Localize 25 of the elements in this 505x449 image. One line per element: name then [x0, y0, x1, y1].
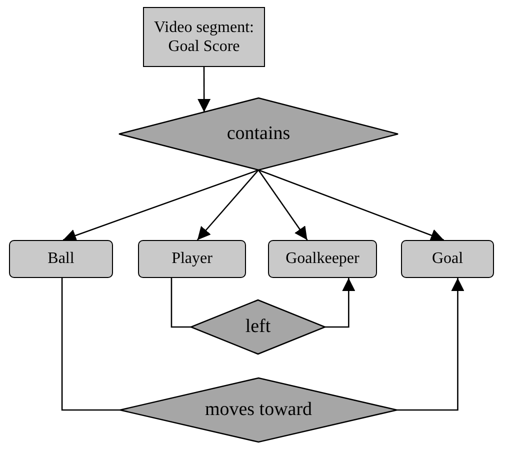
node-label: contains	[226, 122, 290, 146]
connector-line	[61, 278, 120, 411]
entity-box	[138, 240, 246, 278]
arrow	[198, 67, 211, 112]
relation-diamond	[191, 300, 325, 354]
node-label: Goal	[432, 249, 464, 269]
connector-line	[170, 278, 191, 328]
node-label: Goalkeeper	[286, 249, 360, 269]
arrow	[196, 170, 259, 240]
node-label: moves toward	[204, 398, 312, 422]
node-label: left	[245, 316, 271, 338]
arrow	[258, 169, 444, 242]
arrow	[258, 170, 308, 240]
node-label: Video segment: Goal Score	[153, 18, 255, 56]
node-label: Player	[172, 249, 212, 269]
entity-box	[143, 7, 265, 67]
relation-diamond	[120, 378, 397, 442]
entity-box	[9, 240, 113, 278]
arrow	[325, 278, 356, 328]
entity-box	[401, 240, 494, 278]
node-label: Ball	[48, 249, 74, 269]
entity-box	[268, 240, 377, 278]
arrow	[62, 169, 259, 242]
relation-diamond	[119, 98, 398, 170]
arrow	[397, 278, 464, 411]
